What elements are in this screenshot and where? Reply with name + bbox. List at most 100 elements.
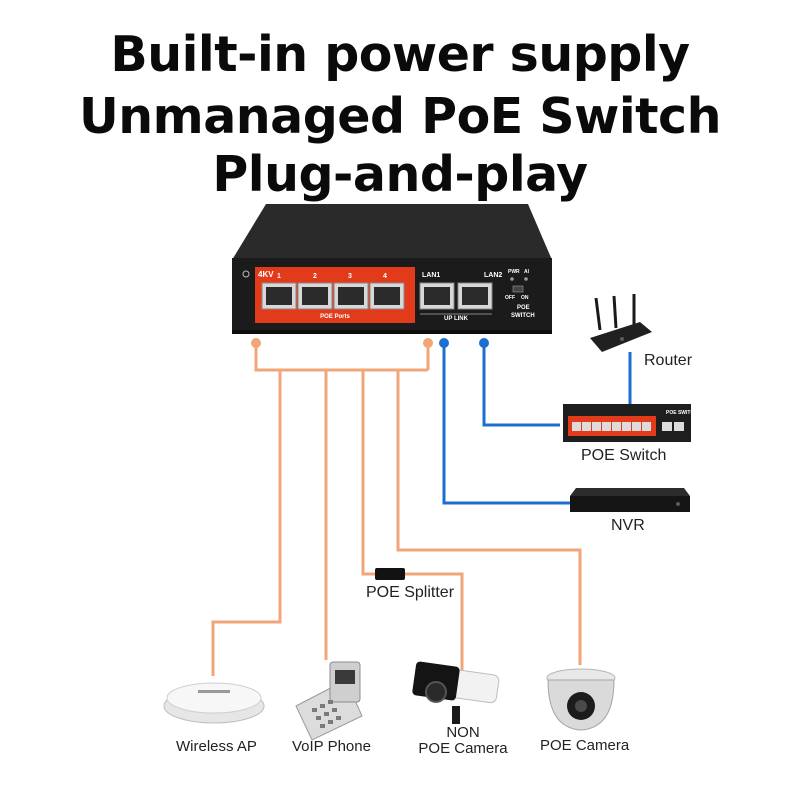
- lan2-label: LAN2: [484, 272, 502, 279]
- ap-top: [166, 682, 262, 714]
- poe-port-dot-right: [423, 338, 433, 348]
- poe-switch-label-1: POE: [517, 305, 530, 311]
- cable-wireless-ap: [211, 343, 282, 676]
- poe-switch-label: POE Switch: [581, 447, 667, 464]
- lan1-dot: [439, 338, 449, 348]
- downstream-poe-switch-device: POE SWITCH: [563, 404, 698, 442]
- poe-port-dot-left: [251, 338, 261, 348]
- small-port-5: [612, 422, 621, 431]
- small-port-2: [582, 422, 591, 431]
- key-9: [336, 716, 341, 720]
- nvr-power-icon: [676, 502, 680, 506]
- lan-cables: [442, 343, 632, 505]
- poe-splitter-label: POE Splitter: [366, 584, 455, 601]
- small-port-6: [622, 422, 631, 431]
- key-5: [324, 712, 329, 716]
- poe-port-4-socket: [374, 287, 400, 305]
- nvr-device: [570, 488, 690, 512]
- key-2: [320, 704, 325, 708]
- cable-non-poe-camera: [404, 572, 464, 676]
- lan2-dot: [479, 338, 489, 348]
- voip-phone-label: VoIP Phone: [292, 738, 371, 755]
- non-poe-camera-label-1: NON: [446, 724, 480, 741]
- small-port-1: [572, 422, 581, 431]
- ai-toggle-icon: [512, 285, 524, 293]
- port-number-2: 2: [313, 273, 317, 280]
- phone-screen: [335, 670, 355, 684]
- poe-splitter-device: [375, 568, 405, 580]
- small-switch-tag: POE SWITCH: [666, 410, 698, 416]
- nvr-label: NVR: [611, 517, 645, 534]
- cable-poe-camera: [396, 370, 582, 665]
- pwr-label: PWR: [508, 269, 520, 275]
- port-number-4: 4: [383, 273, 387, 280]
- router-body: [590, 322, 652, 352]
- poe-port-3-socket: [338, 287, 364, 305]
- small-port-7: [632, 422, 641, 431]
- headline-line-1: Built-in power supply: [110, 26, 690, 83]
- dome-camera-lens-icon: [575, 700, 587, 712]
- key-8: [328, 720, 333, 724]
- poe-switch-label-2: SWITCH: [511, 313, 535, 319]
- on-label: ON: [521, 295, 529, 301]
- router-antenna-1: [594, 297, 602, 331]
- port-number-3: 3: [348, 273, 352, 280]
- nvr-top: [570, 488, 690, 496]
- small-port-4: [602, 422, 611, 431]
- headline-line-3: Plug-and-play: [212, 146, 588, 203]
- phone-keypad: [312, 700, 341, 728]
- bullet-camera-mount: [452, 706, 460, 724]
- key-3: [328, 700, 333, 704]
- cable-poe-splitter: [361, 370, 375, 576]
- small-uplink-2: [674, 422, 684, 431]
- key-7: [320, 724, 325, 728]
- small-port-8: [642, 422, 651, 431]
- lan1-label: LAN1: [422, 272, 440, 279]
- key-6: [332, 708, 337, 712]
- bullet-camera-lens-icon: [425, 681, 447, 703]
- small-switch-ports: [572, 422, 684, 431]
- router-label: Router: [644, 352, 693, 369]
- poe-ports: [261, 282, 405, 310]
- pwr-led-icon: [510, 277, 514, 281]
- voip-phone-device: [295, 661, 363, 741]
- non-poe-camera-device: [412, 661, 500, 724]
- port-number-1: 1: [277, 273, 281, 280]
- switch-top-face: [232, 204, 552, 260]
- poe-camera-device: [546, 668, 616, 731]
- router-device: [590, 294, 652, 352]
- lan-cable-dots: [439, 338, 489, 348]
- lan2-port-socket: [462, 287, 488, 305]
- surge-label: 4KV: [258, 270, 274, 279]
- ai-led-icon: [524, 277, 528, 281]
- cable-downstream-switch: [482, 343, 560, 427]
- switch-bottom-edge: [232, 330, 552, 334]
- poe-port-2-socket: [302, 287, 328, 305]
- uplink-label: UP LINK: [444, 316, 469, 322]
- wireless-ap-device: [163, 682, 265, 724]
- off-label: OFF: [505, 295, 515, 301]
- poe-port-1-socket: [266, 287, 292, 305]
- nvr-front: [570, 496, 690, 512]
- headline-line-2: Unmanaged PoE Switch: [78, 88, 722, 145]
- power-led-icon: [242, 270, 250, 278]
- poe-cable-dots: [251, 338, 433, 348]
- non-poe-camera-label-2: POE Camera: [418, 740, 508, 757]
- poe-ports-label: POE Ports: [320, 314, 350, 320]
- wireless-ap-label: Wireless AP: [176, 738, 257, 755]
- splitter-body: [375, 568, 405, 580]
- poe-cables: [211, 343, 582, 676]
- poe-camera-label: POE Camera: [540, 737, 630, 754]
- cable-nvr: [442, 343, 570, 505]
- ai-label: AI: [524, 269, 530, 275]
- router-antenna-2: [612, 295, 618, 329]
- small-port-3: [592, 422, 601, 431]
- main-poe-switch: 4KV 1 2 3 4 POE Ports LAN1 LAN2 UP LINK …: [232, 204, 552, 334]
- lan1-port-socket: [424, 287, 450, 305]
- key-1: [312, 708, 317, 712]
- ap-logo-strip: [198, 690, 230, 693]
- router-led-icon: [620, 337, 624, 341]
- key-4: [316, 716, 321, 720]
- small-uplink-1: [662, 422, 672, 431]
